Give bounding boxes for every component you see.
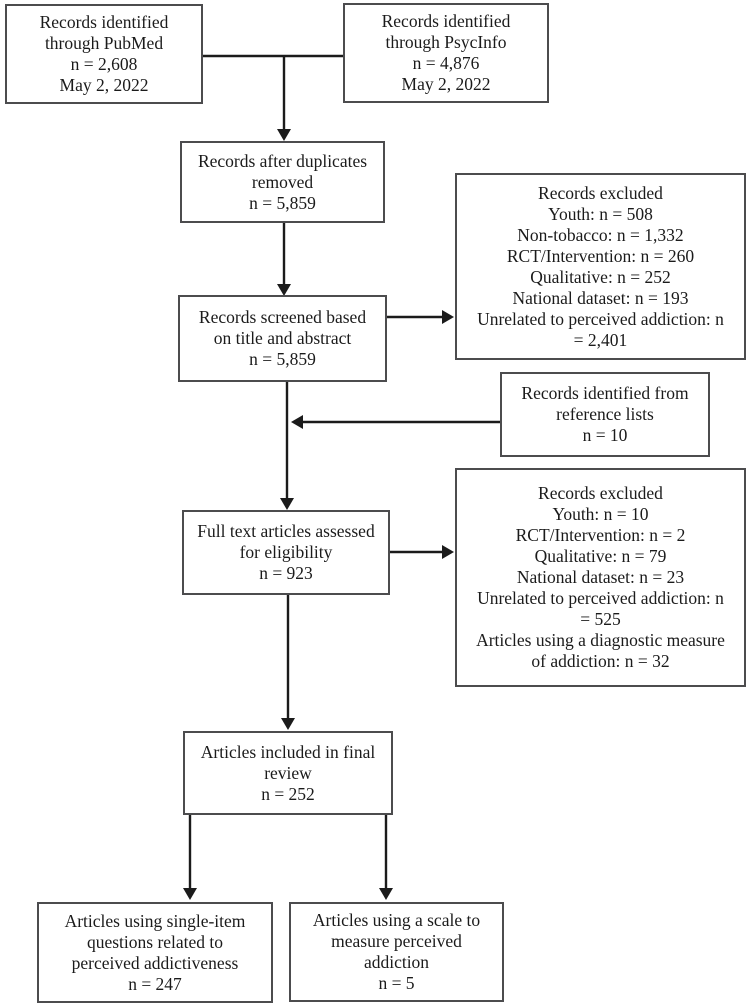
box-full-text-assessed-text: Full text articles assessed for eligibil… <box>197 521 375 583</box>
box-reference-lists-text: Records identified from reference lists … <box>521 383 689 445</box>
arrow-down-head <box>280 498 294 510</box>
box-excluded-full-text-text: Records excluded Youth: n = 10 RCT/Inter… <box>476 483 725 671</box>
box-records-screened-text: Records screened based on title and abst… <box>198 307 367 369</box>
connector-fulltext-to-excluded <box>390 545 454 559</box>
arrow-down-head <box>281 718 295 730</box>
box-single-item-questions-text: Articles using single-item questions rel… <box>64 910 246 994</box>
box-duplicates-removed: Records after duplicates removed n = 5,8… <box>180 141 385 223</box>
box-records-pubmed-text: Records identified through PubMed n = 2,… <box>39 12 169 95</box>
box-excluded-full-text: Records excluded Youth: n = 10 RCT/Inter… <box>455 468 746 687</box>
box-excluded-screening-text: Records excluded Youth: n = 508 Non-toba… <box>477 182 724 350</box>
connector-fulltext-to-included <box>281 595 295 730</box>
box-records-psycinfo-text: Records identified through PsycInfo n = … <box>381 11 511 94</box>
arrow-left-head <box>291 415 303 429</box>
box-records-psycinfo: Records identified through PsycInfo n = … <box>343 3 549 103</box>
box-included-final-review: Articles included in final review n = 25… <box>183 731 393 815</box>
connector-duplicates-to-screened <box>277 223 291 296</box>
box-single-item-questions: Articles using single-item questions rel… <box>37 902 273 1003</box>
box-records-screened: Records screened based on title and abst… <box>178 295 387 382</box>
connector-screened-to-fulltext <box>280 382 294 510</box>
box-included-final-review-text: Articles included in final review n = 25… <box>200 741 376 804</box>
box-full-text-assessed: Full text articles assessed for eligibil… <box>182 510 390 595</box>
arrow-down-head <box>277 129 291 141</box>
box-duplicates-removed-text: Records after duplicates removed n = 5,8… <box>197 150 368 213</box>
box-reference-lists: Records identified from reference lists … <box>500 372 710 457</box>
box-scale-measure: Articles using a scale to measure percei… <box>289 902 504 1002</box>
connector-screened-to-excluded <box>387 310 454 324</box>
arrow-right-head <box>442 545 454 559</box>
connector-included-to-scale <box>379 815 393 900</box>
connector-references-to-mainline <box>291 415 500 429</box>
connector-sources-merge <box>202 54 343 141</box>
box-excluded-screening: Records excluded Youth: n = 508 Non-toba… <box>455 173 746 360</box>
arrow-down-head <box>277 284 291 296</box>
arrow-down-head <box>379 888 393 900</box>
arrow-right-head <box>442 310 454 324</box>
connector-included-to-single-item <box>183 815 197 900</box>
box-scale-measure-text: Articles using a scale to measure percei… <box>312 910 481 993</box>
box-records-pubmed: Records identified through PubMed n = 2,… <box>5 4 203 104</box>
arrow-down-head <box>183 888 197 900</box>
